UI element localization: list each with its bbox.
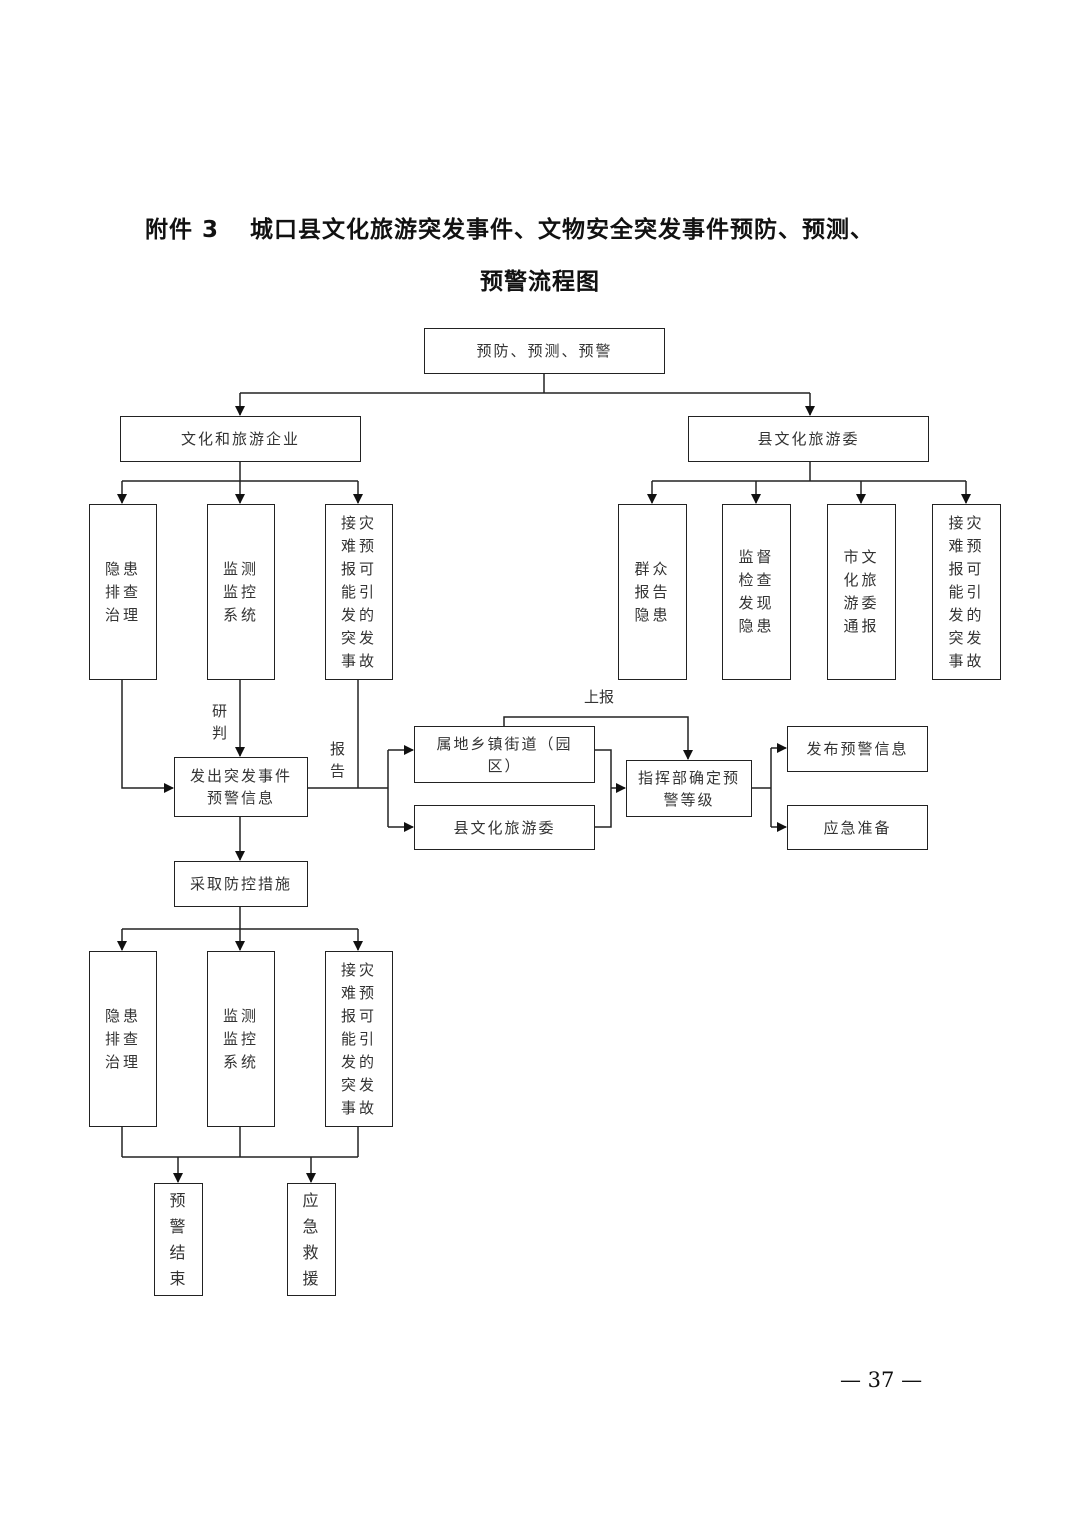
node-label: 监测监控系统 <box>222 559 259 624</box>
page-title-line2: 预警流程图 <box>480 269 600 295</box>
enterprise-child-forecast: 接灾难预报可能引发的突发事故 <box>325 504 393 680</box>
measures-child-hazard: 隐患排查治理 <box>89 951 157 1127</box>
county-committee-mid-node: 县文化旅游委 <box>414 805 595 850</box>
county-committee-mid-label: 县文化旅游委 <box>453 818 556 837</box>
node-label: 接灾难预报可能引发的突发事故 <box>340 960 377 1117</box>
emergency-prep-label: 应急准备 <box>823 818 892 837</box>
measures-child-monitor: 监测监控系统 <box>207 951 275 1127</box>
issue-warning-node: 发出突发事件预警信息 <box>174 757 308 817</box>
root-node: 预防、预测、预警 <box>424 328 665 374</box>
edge-label-escalate: 上报 <box>584 688 615 706</box>
committee-child-inspection: 监督检查发现隐患 <box>722 504 791 680</box>
page-title-line1: 城口县文化旅游突发事件、文物安全突发事件预防、预测、 <box>250 217 874 243</box>
enterprise-node-label: 文化和旅游企业 <box>180 430 300 448</box>
command-level-node: 指挥部确定预警等级 <box>626 760 752 817</box>
attachment-label: 附件 3 <box>145 217 220 243</box>
warning-end-node: 预警结束 <box>154 1183 203 1296</box>
emergency-rescue-node: 应急救援 <box>287 1183 336 1296</box>
node-label: 监督检查发现隐患 <box>738 548 775 635</box>
issue-warning-label: 发出突发事件预警信息 <box>189 767 292 807</box>
county-committee-node-label: 县文化旅游委 <box>757 430 860 448</box>
committee-child-forecast: 接灾难预报可能引发的突发事故 <box>932 504 1001 680</box>
committee-child-public-report: 群众报告隐患 <box>618 504 687 680</box>
county-committee-node: 县文化旅游委 <box>688 416 929 462</box>
committee-child-city-notice: 市文化旅游委通报 <box>827 504 896 680</box>
enterprise-child-hazard: 隐患排查治理 <box>89 504 157 680</box>
node-label: 接灾难预报可能引发的突发事故 <box>948 513 985 670</box>
page-number: — 37 — <box>840 1368 923 1392</box>
measures-child-forecast: 接灾难预报可能引发的突发事故 <box>325 951 393 1127</box>
emergency-rescue-label: 应急救援 <box>302 1190 321 1288</box>
local-town-label: 属地乡镇街道（园区） <box>436 734 573 775</box>
node-label: 市文化旅游委通报 <box>843 548 880 635</box>
enterprise-node: 文化和旅游企业 <box>120 416 361 462</box>
local-town-node: 属地乡镇街道（园区） <box>414 726 595 783</box>
edge-label-judge: 研判 <box>212 702 228 742</box>
warning-end-label: 预警结束 <box>169 1190 188 1288</box>
node-label: 接灾难预报可能引发的突发事故 <box>340 513 377 670</box>
node-label: 监测监控系统 <box>222 1006 259 1071</box>
root-node-label: 预防、预测、预警 <box>476 342 613 360</box>
take-measures-label: 采取防控措施 <box>189 875 292 893</box>
node-label: 隐患排查治理 <box>104 1006 141 1071</box>
node-label: 隐患排查治理 <box>104 559 141 624</box>
take-measures-node: 采取防控措施 <box>174 861 308 907</box>
edge-label-report: 报告 <box>330 740 346 780</box>
publish-warning-label: 发布预警信息 <box>806 740 909 758</box>
emergency-prep-node: 应急准备 <box>787 805 928 850</box>
node-label: 群众报告隐患 <box>634 559 671 624</box>
publish-warning-node: 发布预警信息 <box>787 726 928 772</box>
enterprise-child-monitor: 监测监控系统 <box>207 504 275 680</box>
command-level-label: 指挥部确定预警等级 <box>637 768 740 809</box>
